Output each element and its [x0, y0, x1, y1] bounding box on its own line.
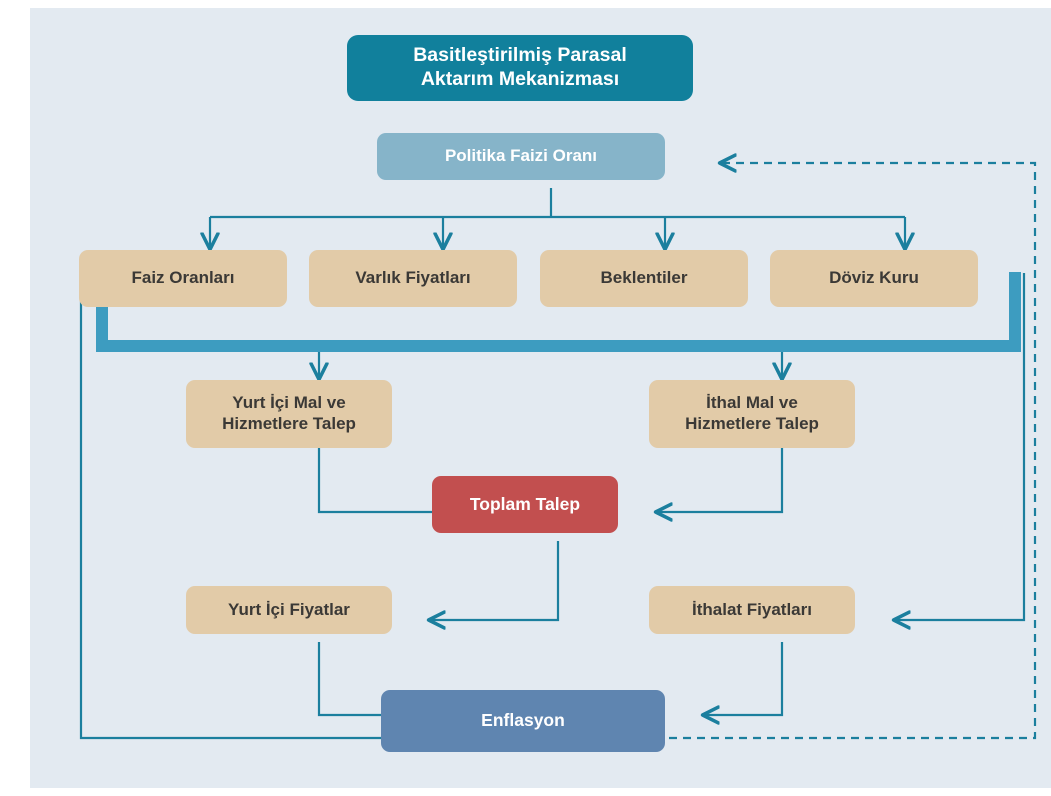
connector-layer	[79, 8, 1037, 796]
node-import-prices-label: İthalat Fiyatları	[692, 599, 812, 619]
diagram-title-line-2: Aktarım Mekanizması	[420, 68, 620, 90]
node-import-demand-line-2: Hizmetlere Talep	[685, 414, 819, 433]
diagram-panel: Basitleştirilmiş Parasal Aktarım Mekaniz…	[30, 8, 1051, 788]
wire-channels-to-inflation-left	[79, 273, 403, 738]
wire-import-demand-to-total	[656, 448, 784, 512]
node-domestic-demand-line-1: Yurt İçi Mal ve	[232, 393, 346, 413]
diagram-title-line-1: Basitleştirilmiş Parasal	[413, 44, 627, 67]
node-inflation[interactable]: Enflasyon	[381, 690, 665, 752]
node-import-demand[interactable]: İthal Mal ve Hizmetlere Talep	[649, 380, 855, 448]
node-doviz-kuru[interactable]: Döviz Kuru	[770, 250, 978, 307]
node-import-demand-line-1: İthal Mal ve	[706, 393, 798, 413]
node-total-demand[interactable]: Toplam Talep	[432, 476, 618, 533]
node-domestic-demand[interactable]: Yurt İçi Mal ve Hizmetlere Talep	[186, 380, 392, 448]
node-policy-rate-label: Politika Faizi Oranı	[444, 146, 598, 166]
node-varlik-fiyatlari[interactable]: Varlık Fiyatları	[309, 250, 517, 307]
node-total-demand-label: Toplam Talep	[469, 493, 581, 514]
node-faiz-oranlari-label: Faiz Oranları	[131, 268, 235, 288]
node-beklentiler[interactable]: Beklentiler	[540, 250, 748, 307]
node-varlik-fiyatlari-label: Varlık Fiyatları	[355, 268, 471, 288]
node-domestic-prices[interactable]: Yurt İçi Fiyatlar	[186, 586, 392, 634]
node-policy-rate[interactable]: Politika Faizi Oranı	[377, 133, 665, 180]
node-domestic-demand-line-2: Hizmetlere Talep	[222, 414, 356, 433]
node-domestic-prices-label: Yurt İçi Fiyatlar	[228, 599, 350, 619]
wire-total-to-domestic-prices	[429, 541, 560, 620]
wire-import-prices-to-inflation	[703, 642, 784, 715]
node-inflation-label: Enflasyon	[481, 710, 565, 731]
node-import-prices[interactable]: İthalat Fiyatları	[649, 586, 855, 634]
diagram-title-box: Basitleştirilmiş Parasal Aktarım Mekaniz…	[347, 35, 693, 101]
node-faiz-oranlari[interactable]: Faiz Oranları	[79, 250, 287, 307]
node-beklentiler-label: Beklentiler	[600, 268, 688, 288]
wire-exchange-rate-to-import-prices	[894, 273, 1026, 620]
node-doviz-kuru-label: Döviz Kuru	[829, 268, 919, 288]
